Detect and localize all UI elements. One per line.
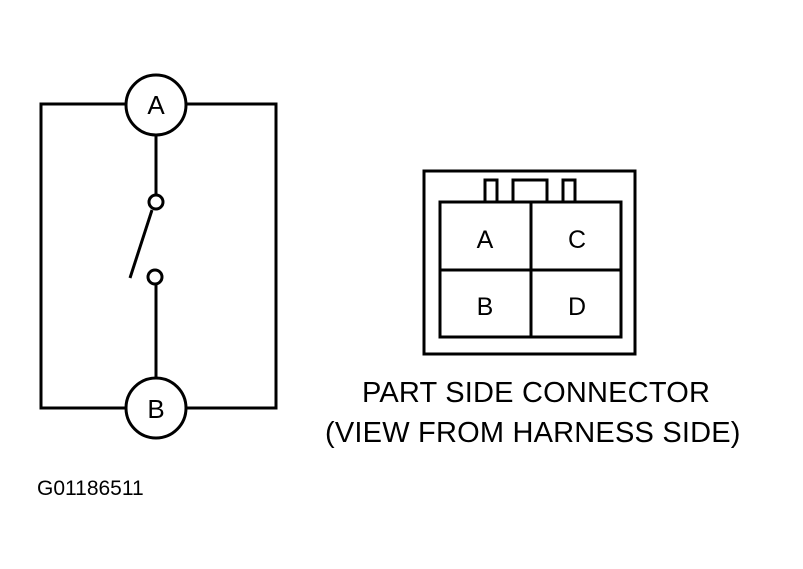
- locking-tab-center: [511, 178, 549, 204]
- connector: [422, 169, 637, 356]
- switch-contact-lower: [146, 268, 164, 286]
- circuit-loop: [39, 102, 278, 410]
- switch-schematic: [39, 73, 278, 440]
- locking-tab-left: [483, 178, 499, 204]
- switch-blade: [128, 209, 154, 279]
- terminal-b-circle: [124, 376, 188, 440]
- connector-caption-line2: (VIEW FROM HARNESS SIDE): [325, 417, 741, 449]
- pin-b-label: B: [477, 293, 494, 321]
- pin-c-label: C: [568, 226, 586, 254]
- connector-caption-line1: PART SIDE CONNECTOR: [362, 377, 711, 409]
- locking-tab-right: [561, 178, 577, 204]
- figure-id: G01186511: [37, 477, 144, 500]
- terminal-b-label: B: [147, 394, 164, 424]
- switch-contact-upper: [147, 193, 165, 211]
- terminal-a-label: A: [147, 90, 165, 120]
- terminal-a-circle: [124, 73, 188, 137]
- pin-d-label: D: [568, 293, 586, 321]
- connector-housing: [422, 169, 637, 356]
- pin-a-label: A: [477, 226, 494, 254]
